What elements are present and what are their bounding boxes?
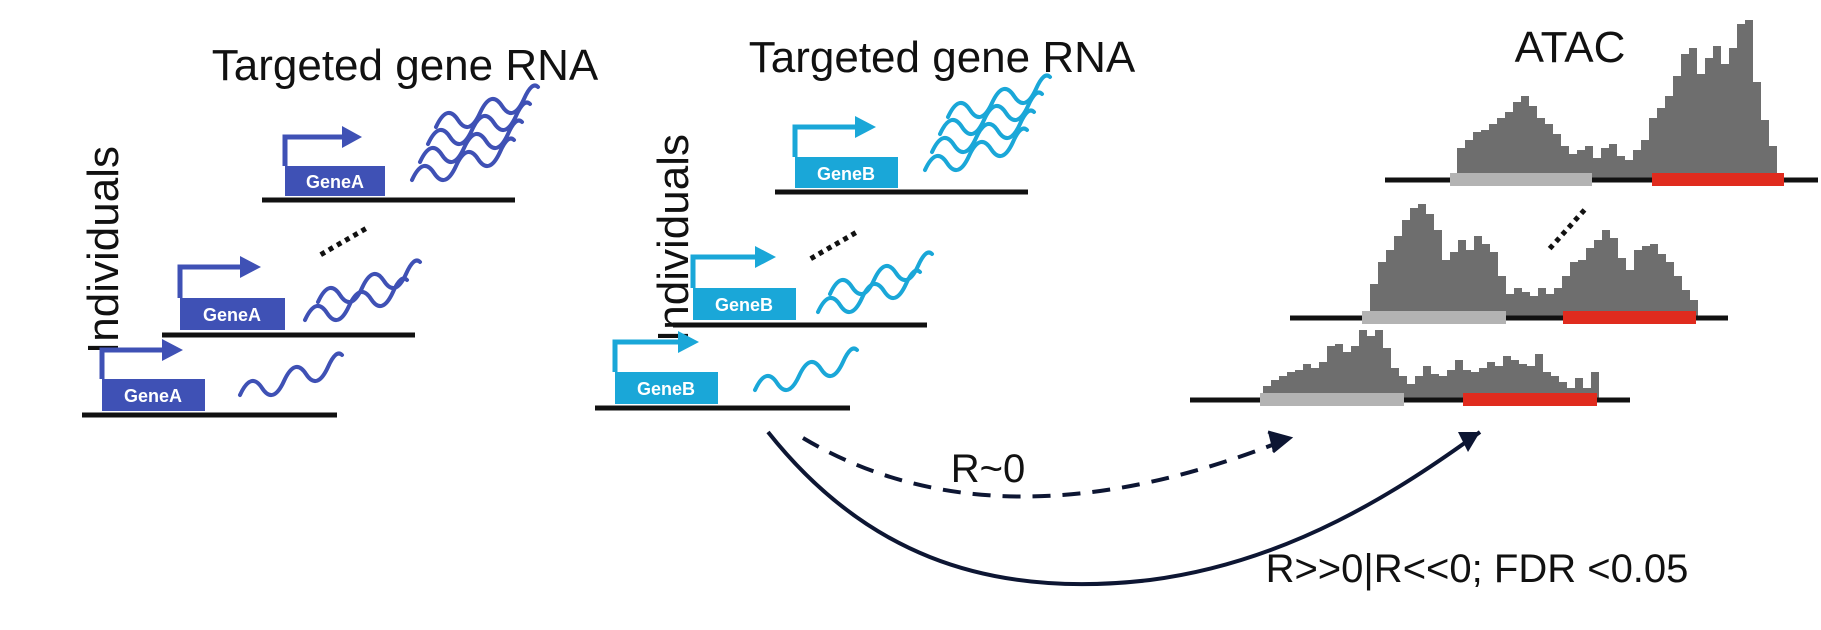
genea-label: GeneA (203, 305, 261, 325)
promoter-arrow-icon (99, 347, 162, 379)
promoter-arrow-icon (612, 339, 678, 372)
dashed-arrow-head-icon (1267, 430, 1294, 454)
middle-panel-ellipsis: ...... (795, 208, 863, 269)
rna-transcripts-high (923, 73, 1052, 172)
genea-label: GeneA (306, 172, 364, 192)
significant-correlation-label: R>>0|R<<0; FDR <0.05 (1266, 547, 1689, 591)
middle-panel-title: Targeted gene RNA (749, 33, 1136, 82)
atac-region-gray (1450, 173, 1592, 186)
promoter-arrow-icon (792, 124, 855, 157)
left-panel-title: Targeted gene RNA (212, 41, 599, 90)
right-panel: ATAC ...... (1190, 20, 1818, 406)
atac-region-gray (1260, 393, 1404, 406)
geneb-row-top: GeneB (775, 73, 1052, 195)
left-panel-ellipsis: ...... (305, 204, 373, 265)
atac-track-middle (1290, 204, 1728, 324)
middle-panel-axis-label: Individuals (649, 134, 698, 342)
solid-arrow-significant (766, 430, 1482, 587)
promoter-arrow-icon (282, 134, 342, 166)
geneb-row-middle: GeneB (673, 246, 934, 328)
atac-region-red (1463, 393, 1597, 406)
dashed-arrow-no-correlation (801, 436, 1291, 499)
atac-region-gray (1362, 311, 1506, 324)
rna-transcripts-low (238, 351, 344, 397)
atac-region-red (1652, 173, 1784, 186)
geneb-label: GeneB (715, 295, 773, 315)
rna-transcripts-medium (303, 258, 422, 322)
rna-transcripts-high (410, 83, 540, 182)
atac-peaks (1263, 330, 1599, 398)
genea-box (102, 379, 205, 411)
right-panel-title: ATAC (1515, 23, 1626, 72)
genea-row-middle: GeneA (162, 256, 422, 338)
genea-box (180, 298, 285, 330)
atac-peaks (1370, 204, 1698, 316)
geneb-box (615, 372, 718, 404)
right-panel-ellipsis: ...... (1528, 190, 1594, 258)
promoter-arrow-icon (690, 254, 755, 288)
rna-transcripts-low (753, 346, 859, 392)
rna-transcripts-medium (816, 250, 934, 314)
middle-panel: Targeted gene RNA Individuals GeneB ....… (595, 33, 1136, 411)
geneb-row-bottom: GeneB (595, 331, 859, 411)
atac-peaks (1457, 20, 1777, 178)
promoter-arrow-icon (177, 264, 240, 298)
geneb-label: GeneB (817, 164, 875, 184)
atac-track-top (1385, 20, 1818, 186)
left-panel-axis-label: Individuals (79, 146, 128, 354)
no-correlation-label: R~0 (951, 447, 1026, 491)
solid-arrow-head-icon (1458, 432, 1480, 452)
left-panel: Targeted gene RNA Individuals GeneA ....… (79, 41, 599, 418)
geneb-box (795, 157, 898, 188)
geneb-box (693, 288, 796, 320)
arrows: R~0 R>>0|R<<0; FDR <0.05 (766, 430, 1689, 591)
geneb-label: GeneB (637, 379, 695, 399)
genea-label: GeneA (124, 386, 182, 406)
atac-region-red (1563, 311, 1696, 324)
genea-box (285, 166, 385, 196)
genea-row-top: GeneA (262, 83, 540, 203)
genea-row-bottom: GeneA (82, 339, 344, 418)
atac-track-bottom (1190, 330, 1630, 406)
